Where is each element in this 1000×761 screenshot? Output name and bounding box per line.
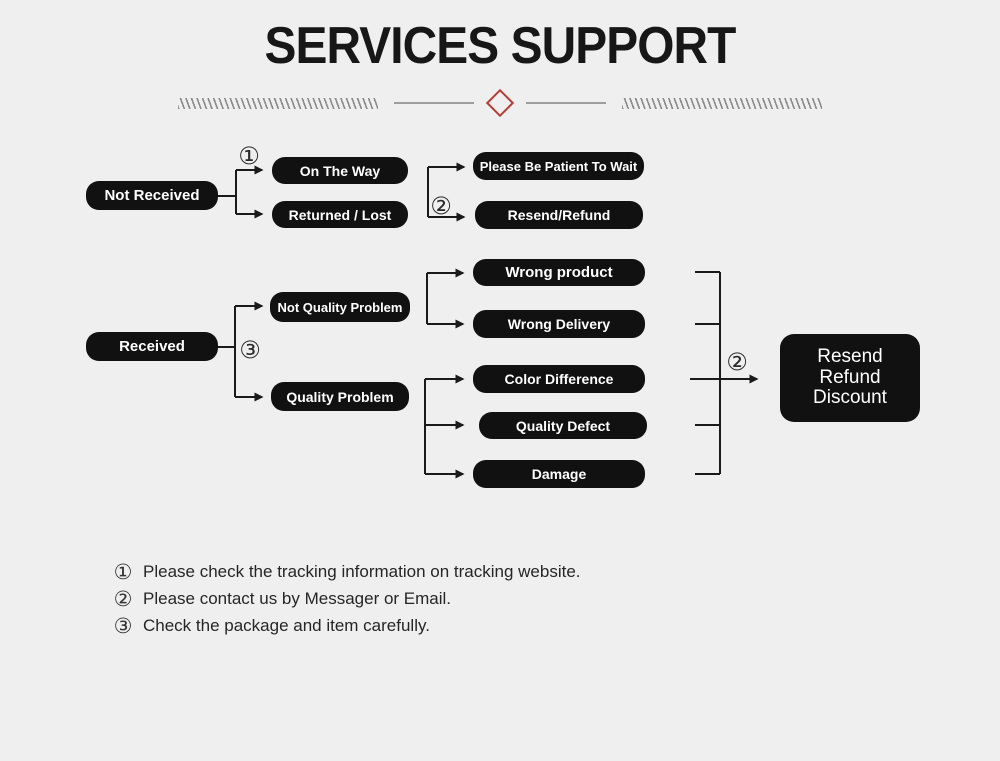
marker-1-on-the-way: ①	[238, 142, 260, 170]
node-on-the-way: On The Way	[272, 157, 408, 184]
marker-2-outcome: ②	[726, 348, 748, 376]
outcome-line-3: Discount	[813, 387, 887, 409]
node-resend-refund: Resend/Refund	[475, 201, 643, 229]
connector-not-received-branch	[218, 165, 264, 219]
connector-not-quality-bracket	[426, 268, 465, 329]
outcome-line-1: Resend	[817, 346, 883, 368]
node-wrong-product: Wrong product	[473, 259, 645, 286]
divider-line-left	[394, 102, 474, 104]
footnote-2: ② Please contact us by Messager or Email…	[112, 585, 581, 612]
node-damage: Damage	[473, 460, 645, 488]
node-not-quality-problem: Not Quality Problem	[270, 292, 410, 322]
marker-3-received: ③	[239, 336, 261, 364]
outcome-line-2: Refund	[819, 366, 881, 388]
footnotes: ① Please check the tracking information …	[112, 558, 581, 639]
divider-line-right	[526, 102, 606, 104]
node-color-difference: Color Difference	[473, 365, 645, 393]
hatch-pattern-left	[178, 97, 378, 109]
footnote-1-text: Please check the tracking information on…	[143, 561, 581, 581]
node-returned-lost: Returned / Lost	[272, 201, 408, 228]
node-not-received: Not Received	[86, 181, 218, 210]
node-quality-problem: Quality Problem	[271, 382, 409, 411]
node-received: Received	[86, 332, 218, 361]
footnote-1: ① Please check the tracking information …	[112, 558, 581, 585]
node-quality-defect: Quality Defect	[479, 412, 647, 439]
title-divider	[0, 88, 1000, 118]
node-resend-refund-discount: Resend Refund Discount	[780, 334, 920, 422]
footnote-3-marker: ③	[113, 613, 133, 638]
node-please-be-patient: Please Be Patient To Wait	[473, 152, 644, 180]
footnote-2-text: Please contact us by Messager or Email.	[143, 588, 452, 608]
footnote-3: ③ Check the package and item carefully.	[112, 612, 581, 639]
marker-2-resend-refund: ②	[430, 192, 452, 220]
node-wrong-delivery: Wrong Delivery	[473, 310, 645, 338]
footnote-3-text: Check the package and item carefully.	[143, 615, 430, 635]
connector-quality-bracket	[424, 374, 465, 479]
hatch-pattern-right	[622, 97, 822, 109]
page-title: SERVICES SUPPORT	[264, 17, 737, 75]
diamond-icon	[485, 88, 515, 118]
footnote-1-marker: ①	[113, 559, 133, 584]
footnote-2-marker: ②	[113, 586, 133, 611]
